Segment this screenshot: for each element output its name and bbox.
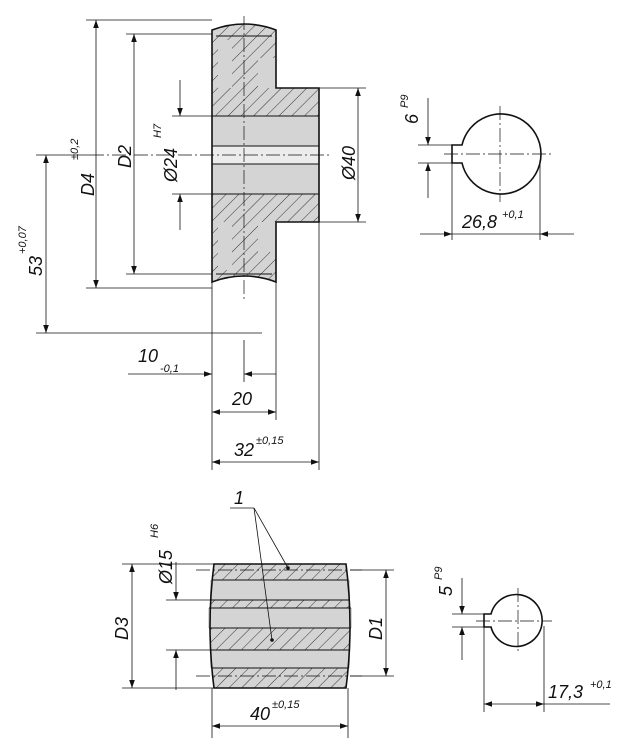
label-dia40: Ø40 xyxy=(339,146,359,181)
label-6-tol: P9 xyxy=(399,95,411,108)
label-5: 5 xyxy=(436,585,456,596)
label-bore15: Ø15 xyxy=(156,549,176,585)
tooth-slot-top-right xyxy=(258,58,276,88)
sleeve-outline xyxy=(209,563,351,689)
sleeve-band-mid xyxy=(208,608,352,628)
label-d3: D3 xyxy=(112,617,132,640)
callout-1: 1 xyxy=(234,488,244,508)
label-d4: D4 xyxy=(78,173,98,196)
sleeve-band-top xyxy=(210,580,350,600)
label-10-tol: -0,1 xyxy=(160,363,179,375)
sleeve-band-bottom xyxy=(210,650,350,668)
label-bore15-tol: H6 xyxy=(149,523,161,538)
label-32-tol: ±0,15 xyxy=(256,435,284,447)
label-d4-tol: ±0,2 xyxy=(69,139,81,160)
keyway-band xyxy=(212,146,319,164)
tooth-slot-bottom-right xyxy=(258,222,276,252)
label-53: 53 xyxy=(26,256,46,276)
label-d1: D1 xyxy=(366,617,386,640)
gear-hub-section: D4 ±0,2 D2 Ø24 H7 Ø40 53 +0,07 10 -0,1 2… xyxy=(17,16,366,470)
label-6: 6 xyxy=(402,113,422,124)
label-268: 26,8 xyxy=(461,212,497,232)
tooth-slot-bottom xyxy=(218,222,232,270)
label-5-tol: P9 xyxy=(433,567,445,580)
tooth-slot-top xyxy=(218,40,232,88)
label-40-tol: ±0,15 xyxy=(272,699,300,711)
bore-keyway-view-bottom: 5 P9 17,3 +0,1 xyxy=(433,567,612,712)
label-40: 40 xyxy=(250,704,270,724)
label-32: 32 xyxy=(234,440,254,460)
label-173-tol: +0,1 xyxy=(590,679,612,691)
sleeve-section: 1 Ø15 H6 D3 D1 40 ±0,15 xyxy=(112,488,394,738)
bore-keyway-view-top: 6 P9 26,8 +0,1 xyxy=(399,95,574,240)
label-268-tol: +0,1 xyxy=(502,209,524,221)
label-d2: D2 xyxy=(115,145,135,168)
label-bore24: Ø24 xyxy=(161,148,181,183)
label-173: 17,3 xyxy=(548,682,583,702)
label-20: 20 xyxy=(231,389,252,409)
label-53-tol: +0,07 xyxy=(17,225,29,254)
label-10: 10 xyxy=(138,346,158,366)
label-bore24-tol: H7 xyxy=(152,123,164,138)
small-bore-circle-keyway xyxy=(483,593,543,648)
